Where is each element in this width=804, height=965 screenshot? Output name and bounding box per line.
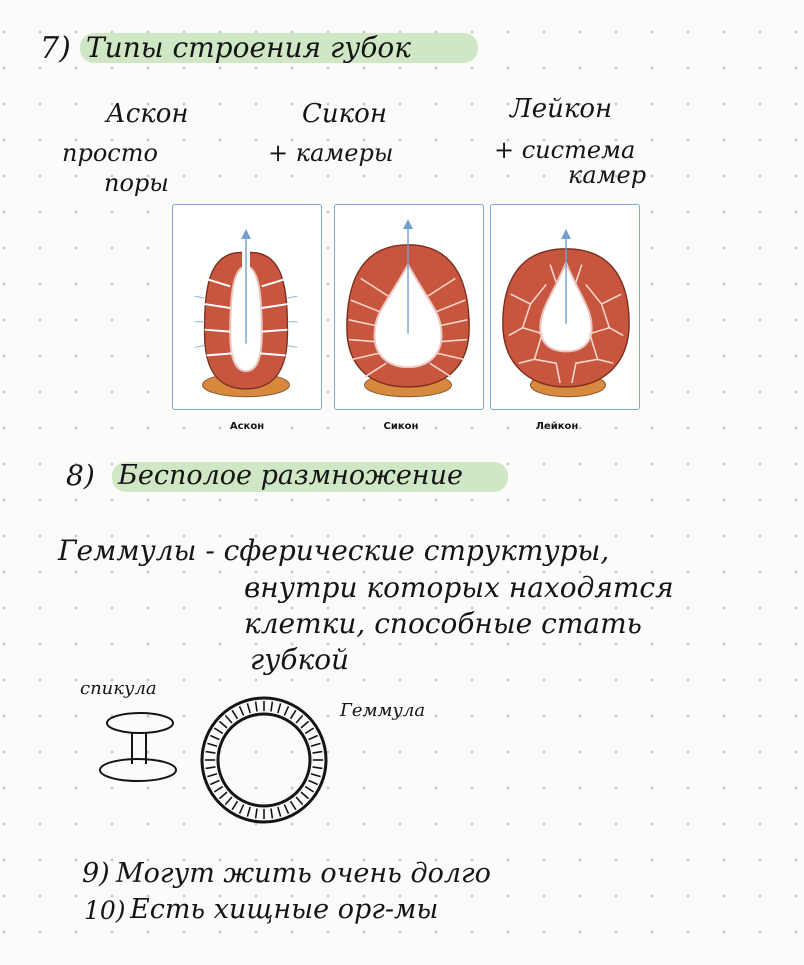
gemmule-tick bbox=[231, 709, 239, 720]
leucon-svg bbox=[502, 229, 630, 398]
leucon-illustration bbox=[490, 204, 640, 410]
gemmule-tick bbox=[224, 714, 233, 724]
gemmule-tick bbox=[209, 779, 220, 786]
gemmule-tick bbox=[308, 734, 319, 741]
item-9-text: Могут жить очень долго bbox=[116, 858, 491, 889]
item-10-text: Есть хищные орг-мы bbox=[130, 894, 439, 925]
gemmule-tick bbox=[289, 800, 297, 811]
gemmule-tick bbox=[295, 714, 304, 724]
gemmule-tick bbox=[205, 750, 216, 754]
caption-leucon: Лейкон bbox=[535, 421, 579, 432]
sycon-svg bbox=[346, 219, 470, 398]
section-7-number: 7) bbox=[40, 31, 71, 66]
gemmule-tick bbox=[270, 701, 274, 712]
gemmule-line-3: клетки, способные стать bbox=[244, 607, 642, 640]
gemmule-tick bbox=[238, 705, 245, 716]
gemmule-tick bbox=[295, 796, 304, 806]
gemmule-tick bbox=[254, 701, 258, 712]
gemmule-drawing bbox=[200, 696, 328, 824]
gemmule-tick bbox=[312, 750, 323, 754]
gemmule-tick bbox=[277, 703, 282, 714]
caption-sycon: Сикон bbox=[383, 421, 419, 432]
caption-ascon: Аскон bbox=[229, 421, 265, 432]
gemmule-tick bbox=[310, 742, 321, 747]
gemmule-tick bbox=[310, 773, 321, 778]
gemmule-label: Геммула bbox=[340, 700, 426, 721]
title-highlight bbox=[80, 33, 478, 63]
section-7-title: Типы строения губок bbox=[86, 31, 412, 64]
gemmule-tick bbox=[218, 791, 228, 800]
ascon-svg bbox=[194, 229, 298, 398]
gemmule-tick bbox=[205, 766, 216, 770]
gemmule-tick bbox=[289, 709, 297, 720]
gemmule-tick bbox=[283, 705, 290, 716]
gemmule-line-1: Геммулы - сферические структуры, bbox=[58, 534, 610, 567]
gemmule-tick bbox=[283, 804, 290, 815]
leucon-desc-line1: + система bbox=[494, 136, 636, 164]
section-8-highlight bbox=[112, 462, 508, 492]
gemmule-tick bbox=[304, 785, 315, 793]
gemmule-tick bbox=[277, 806, 282, 817]
sycon-illustration bbox=[334, 204, 484, 410]
item-9-number: 9) bbox=[82, 858, 110, 889]
gemmule-tick bbox=[312, 766, 323, 770]
ascon-desc-line1: просто bbox=[62, 139, 158, 167]
gemmule-tick bbox=[213, 785, 224, 793]
leucon-label: Лейкон bbox=[510, 94, 613, 124]
item-10-number: 10) bbox=[84, 896, 126, 925]
gemmule-tick bbox=[300, 791, 310, 800]
gemmule-tick bbox=[308, 779, 319, 786]
gemmule-line-2: внутри которых находятся bbox=[244, 571, 674, 604]
gemmule-tick bbox=[304, 727, 315, 735]
gemmule-tick bbox=[213, 727, 224, 735]
gemmule-tick bbox=[270, 808, 274, 819]
ascon-label: Аскон bbox=[106, 99, 189, 129]
gemmule-tick bbox=[224, 796, 233, 806]
gemmule-tick bbox=[246, 703, 251, 714]
gemmule-line-4: губкой bbox=[250, 643, 350, 676]
gemmule-tick bbox=[246, 806, 251, 817]
gemmule-tick bbox=[254, 808, 258, 819]
gemmule-tick bbox=[231, 800, 239, 811]
spicule-label: спикула bbox=[80, 678, 157, 699]
spicule-drawing bbox=[99, 712, 177, 782]
gemmule-tick bbox=[300, 720, 310, 729]
section-8-number: 8) bbox=[66, 459, 95, 492]
section-8-title: Бесполое размножение bbox=[118, 460, 463, 491]
leucon-desc-line2: камер bbox=[568, 161, 647, 189]
gemmule-tick bbox=[218, 720, 228, 729]
gemmule-tick bbox=[207, 773, 218, 778]
sycon-label: Сикон bbox=[302, 99, 387, 129]
ascon-illustration bbox=[172, 204, 322, 410]
sycon-desc: + камеры bbox=[268, 139, 394, 167]
gemmule-tick bbox=[207, 742, 218, 747]
gemmule-tick bbox=[209, 734, 220, 741]
ascon-desc-line2: поры bbox=[104, 169, 169, 197]
gemmule-tick bbox=[238, 804, 245, 815]
